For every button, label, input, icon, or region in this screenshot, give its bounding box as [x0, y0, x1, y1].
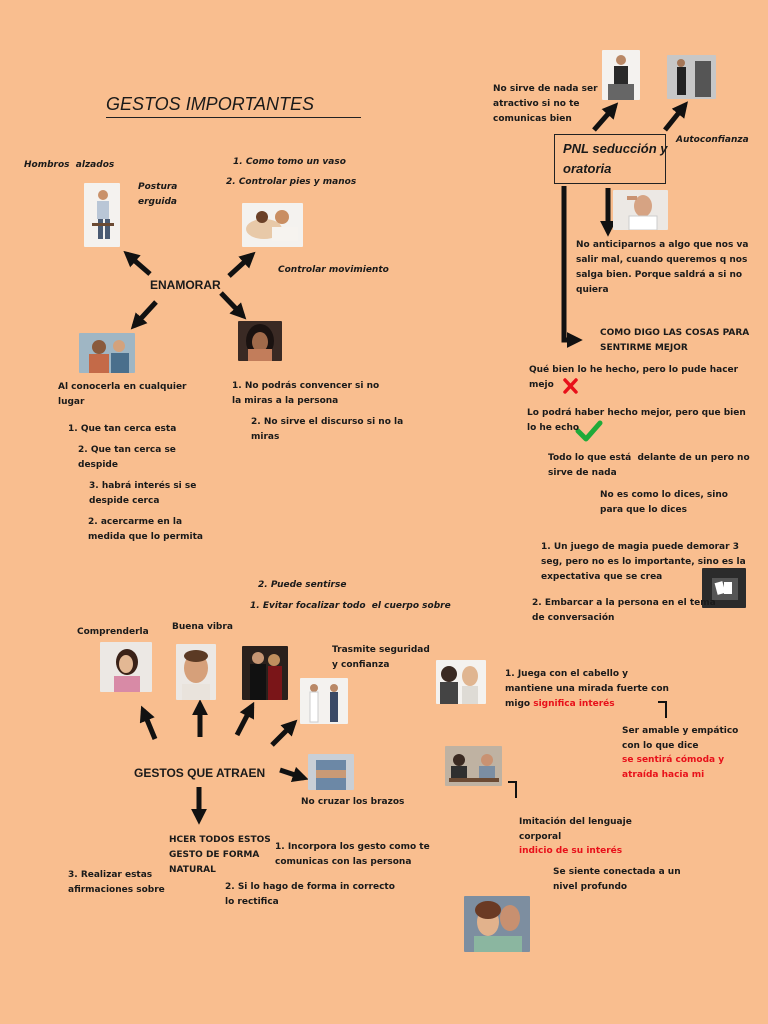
label-se-sentira: se sentirá cómoda y atraída hacia mi [622, 755, 725, 780]
pnl-box-text: PNL seducción y oratoria [563, 141, 668, 176]
label-juega-cabello: 1. Juega con el cabello y mantiene una m… [505, 667, 669, 712]
arrow-to-conocerla [130, 300, 158, 330]
label-imitacion: Imitación del lenguaje corporal [519, 817, 632, 842]
label-incorpora: 1. Incorpora los gesto como te comunicas… [275, 842, 430, 867]
label-no-sirve-discurso: 2. No sirve el discurso si no la miras [251, 417, 404, 442]
photo-couple-talking [79, 333, 135, 373]
photo-woman-hair [436, 660, 486, 704]
label-que-bien: Qué bien lo he hecho, pero lo pude hacer… [529, 365, 739, 390]
photo-couple-table [445, 746, 502, 786]
label-no-sirve-atractivo: No sirve de nada ser atractivo si no te … [493, 84, 598, 124]
text-juega-cabello: 1. Juega con el cabello y mantiene una m… [505, 669, 669, 709]
label-hacer-todos: HCER TODOS ESTOS GESTO DE FORMA NATURAL [169, 835, 271, 875]
photo-man-shadow [667, 55, 716, 99]
photo-couple-elegant [242, 646, 288, 700]
photo-men-talking [300, 678, 348, 724]
label-embarcar: 2. Embarcar a la persona en el tema de c… [532, 598, 716, 623]
photo-woman-thinking [100, 642, 152, 692]
arrow-to-como-digo [561, 186, 583, 349]
label-todo-lo-que: Todo lo que está delante de un pero no s… [548, 453, 750, 478]
label-no-cruzar: No cruzar los brazos [301, 797, 405, 807]
title-underline [106, 117, 361, 118]
label-no-podras: 1. No podrás convencer si no la miras a … [232, 381, 380, 406]
label-buena-vibra: Buena vibra [172, 622, 233, 632]
page-title: GESTOS IMPORTANTES [106, 94, 315, 114]
red-x-icon [563, 378, 578, 394]
photo-man-podium [602, 50, 640, 100]
label-no-es-como: No es como lo dices, sino para que lo di… [600, 490, 728, 515]
arrow-to-trasmite [270, 719, 298, 747]
label-juego-magia: 1. Un juego de magia puede demorar 3 seg… [541, 542, 746, 582]
arrow-to-seguridad [234, 701, 255, 737]
label-puede-sentirse: 2. Puede sentirse [258, 580, 347, 590]
label-lo-podra: Lo podrá haber hecho mejor, pero que bie… [527, 408, 746, 433]
label-autoconfianza: Autoconfianza [676, 135, 749, 145]
photo-man-worried [613, 190, 668, 230]
arrow-to-vaso [227, 251, 256, 278]
label-interes-despide: 3. habrá interés si se despide cerca [89, 481, 197, 506]
label-como-tomo: 1. Como tomo un vaso [233, 157, 346, 167]
label-comprenderla: Comprenderla [77, 627, 149, 637]
label-postura: Postura erguida [138, 182, 178, 207]
text-significa-interes: significa interés [533, 699, 615, 709]
photo-couple-connected [464, 896, 530, 952]
label-ser-amable: Ser amable y empático con lo que dice [622, 726, 739, 751]
photo-woman-gaze [238, 321, 282, 361]
hub-enamorar: ENAMORAR [150, 278, 221, 292]
arrow-to-postura [123, 250, 152, 276]
label-realizar: 3. Realizar estas afirmaciones sobre [68, 870, 165, 895]
label-no-anticiparnos: No anticiparnos a algo que nos va salir … [576, 240, 749, 295]
label-hombros: Hombros alzados [24, 160, 115, 170]
label-cerca-esta: 1. Que tan cerca esta [68, 424, 177, 434]
photo-couple-lying [242, 203, 303, 247]
arrow-to-autoconfianza [663, 101, 688, 132]
arrow-to-mirar [219, 291, 247, 320]
label-controlar-mov: Controlar movimiento [278, 265, 389, 275]
label-indicio: indicio de su interés [519, 846, 623, 856]
label-si-lo-hago: 2. Si lo hago de forma in correcto lo re… [225, 882, 395, 907]
green-check-icon [575, 420, 603, 442]
label-como-digo: COMO DIGO LAS COSAS PARA SENTIRME MEJOR [600, 328, 750, 353]
label-acercarme: 2. acercarme en la medida que lo permita [88, 517, 203, 542]
photo-man-smiling [176, 644, 216, 700]
connector-amable [658, 701, 667, 718]
arrow-to-atractivo [592, 102, 619, 132]
photo-man-sitting [84, 183, 120, 247]
pnl-box: PNL seducción y oratoria [554, 134, 668, 184]
label-cerca-despide: 2. Que tan cerca se despide [78, 445, 176, 470]
label-se-siente: Se siente conectada a un nivel profundo [553, 867, 681, 892]
photo-magic-cards [702, 568, 746, 608]
label-trasmite: Trasmite seguridad y confianza [332, 645, 430, 670]
arrow-to-comprenderla [139, 705, 158, 740]
label-al-conocerla: Al conocerla en cualquier lugar [58, 382, 187, 407]
arrow-to-brazos [279, 766, 309, 783]
connector-imitacion [508, 781, 517, 798]
photo-crossed-arms [308, 754, 354, 790]
label-controlar-pies: 2. Controlar pies y manos [226, 177, 357, 187]
hub-gestos-atraen: GESTOS QUE ATRAEN [134, 766, 266, 780]
label-evitar: 1. Evitar focalizar todo el cuerpo sobre [250, 601, 451, 611]
